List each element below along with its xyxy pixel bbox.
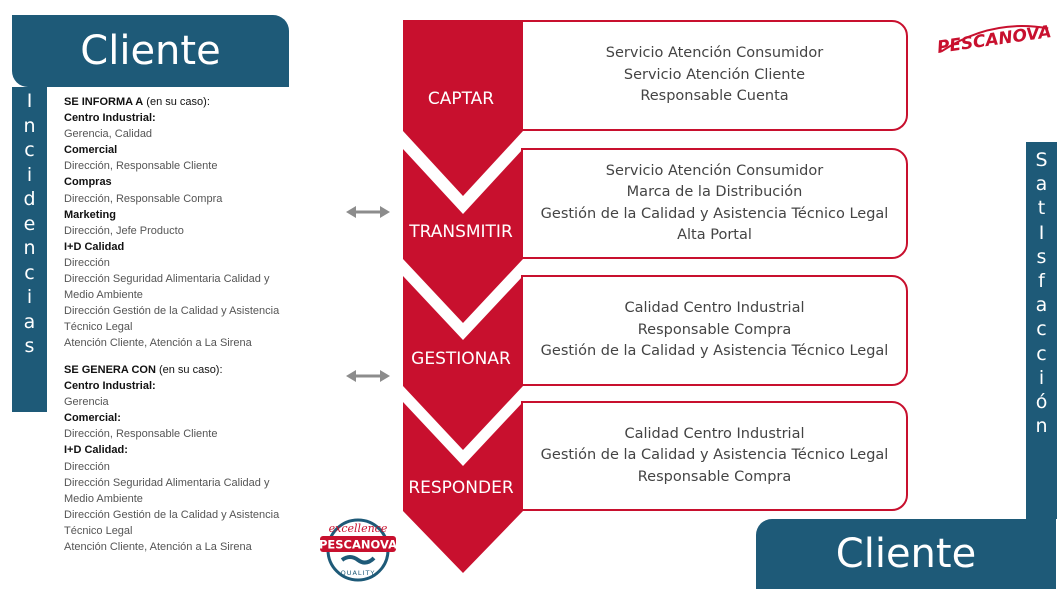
responsible-item: Responsable Cuenta: [640, 88, 789, 105]
vertical-letter: S: [1035, 149, 1048, 171]
vertical-letter: n: [23, 114, 36, 137]
informa-heading: SE INFORMA A (en su caso):: [64, 96, 210, 108]
responsible-item: Servicio Atención Consumidor: [605, 162, 824, 179]
vertical-letter: t: [1037, 197, 1046, 220]
department-roles: Dirección Seguridad Alimentaria Calidad …: [64, 273, 270, 286]
vertical-letter: c: [24, 139, 35, 161]
department-roles: Atención Cliente, Atención a La Sirena: [64, 541, 252, 554]
department-roles: Gerencia, Calidad: [64, 128, 153, 141]
vertical-letter: i: [26, 163, 33, 186]
vertical-letter: s: [24, 335, 35, 357]
vertical-letter: n: [23, 237, 36, 259]
responsible-item: Responsable Compra: [637, 321, 792, 338]
excellence-quality-seal-icon: excellence PESCANOVA QUALITY: [319, 518, 397, 582]
chevron-captar: [403, 20, 523, 196]
client-header-bottom: Cliente: [756, 519, 1056, 589]
department-roles: Dirección Seguridad Alimentaria Calidad …: [64, 476, 270, 489]
department-name: Marketing: [64, 208, 116, 221]
svg-text:PESCANOVA: PESCANOVA: [319, 538, 397, 552]
vertical-letter: c: [24, 261, 35, 284]
department-roles: Gerencia: [64, 396, 109, 409]
department-roles: Dirección: [64, 460, 110, 473]
department-roles: Medio Ambiente: [64, 492, 143, 505]
responsible-item: Servicio Atención Consumidor: [605, 45, 824, 62]
responsible-item: Calidad Centro Industrial: [624, 300, 805, 317]
vertical-letter: c: [1036, 318, 1047, 341]
department-name: I+D Calidad: [64, 240, 125, 253]
step-label-captar: CAPTAR: [427, 89, 495, 109]
responsible-item: Calidad Centro Industrial: [624, 425, 805, 442]
department-roles: Técnico Legal: [64, 321, 133, 334]
vertical-letter: a: [1035, 294, 1048, 317]
svg-text:PESCANOVA: PESCANOVA: [937, 22, 1052, 58]
vertical-letter: a: [1035, 173, 1048, 196]
department-roles: Dirección, Responsable Cliente: [64, 428, 218, 441]
department-roles: Dirección: [64, 256, 110, 269]
chevron-gestionar: [403, 276, 523, 450]
svg-text:QUALITY: QUALITY: [341, 569, 376, 577]
department-name: I+D Calidad:: [64, 444, 128, 457]
vertical-letter: i: [26, 286, 33, 308]
department-name: Comercial:: [64, 412, 121, 425]
vertical-letter: ó: [1035, 391, 1048, 414]
department-roles: Medio Ambiente: [64, 289, 143, 302]
vertical-letter: i: [1038, 366, 1045, 389]
department-roles: Dirección, Responsable Compra: [64, 192, 223, 205]
step-label-gestionar: GESTIONAR: [411, 349, 511, 369]
department-roles: Dirección, Responsable Cliente: [64, 160, 218, 173]
department-roles: Técnico Legal: [64, 524, 133, 537]
vertical-letter: e: [23, 212, 36, 235]
svg-text:excellence: excellence: [329, 522, 388, 535]
step-label-transmitir: TRANSMITIR: [409, 222, 513, 242]
responsible-item: Responsable Compra: [637, 468, 792, 485]
step-label-responder: RESPONDER: [408, 478, 514, 498]
double-arrow-icon: [346, 206, 390, 218]
vertical-letter: c: [1036, 342, 1047, 365]
department-roles: Dirección Gestión de la Calidad y Asiste…: [64, 508, 280, 521]
department-roles: Dirección Gestión de la Calidad y Asiste…: [64, 305, 280, 318]
responsible-item: Gestión de la Calidad y Asistencia Técni…: [540, 343, 889, 360]
department-name: Comercial: [64, 144, 118, 157]
vertical-letter: d: [23, 188, 36, 210]
genera-block: SE GENERA CON (en su caso): Centro Indus…: [64, 362, 324, 555]
department-name: Compras: [64, 176, 112, 189]
client-header-top: Cliente: [12, 15, 289, 87]
department-roles: Dirección, Jefe Producto: [64, 224, 184, 237]
responsible-item: Alta Portal: [677, 227, 752, 243]
responsible-item: Gestión de la Calidad y Asistencia Técni…: [540, 205, 889, 222]
vertical-letter: a: [23, 310, 36, 333]
responsible-item: Servicio Atención Cliente: [623, 66, 806, 83]
genera-heading: SE GENERA CON (en su caso):: [64, 364, 223, 376]
double-arrow-icon: [346, 370, 390, 382]
department-name: Centro Industrial:: [64, 112, 156, 125]
chevron-transmitir: [403, 149, 523, 323]
informa-block: SE INFORMA A (en su caso): Centro Indust…: [64, 94, 324, 352]
vertical-letter: n: [1035, 415, 1048, 438]
department-name: Centro Industrial:: [64, 380, 156, 393]
pescanova-logo: PESCANOVA: [937, 22, 1052, 58]
vertical-letter: f: [1038, 270, 1045, 293]
responsible-item: Gestión de la Calidad y Asistencia Técni…: [540, 447, 889, 464]
responsible-item: Marca de la Distribución: [626, 184, 803, 200]
vertical-letter: I: [26, 90, 33, 112]
department-roles: Atención Cliente, Atención a La Sirena: [64, 337, 252, 350]
vertical-letter: I: [1038, 221, 1045, 244]
chevron-responder: [403, 402, 523, 573]
vertical-letter: s: [1036, 245, 1047, 268]
